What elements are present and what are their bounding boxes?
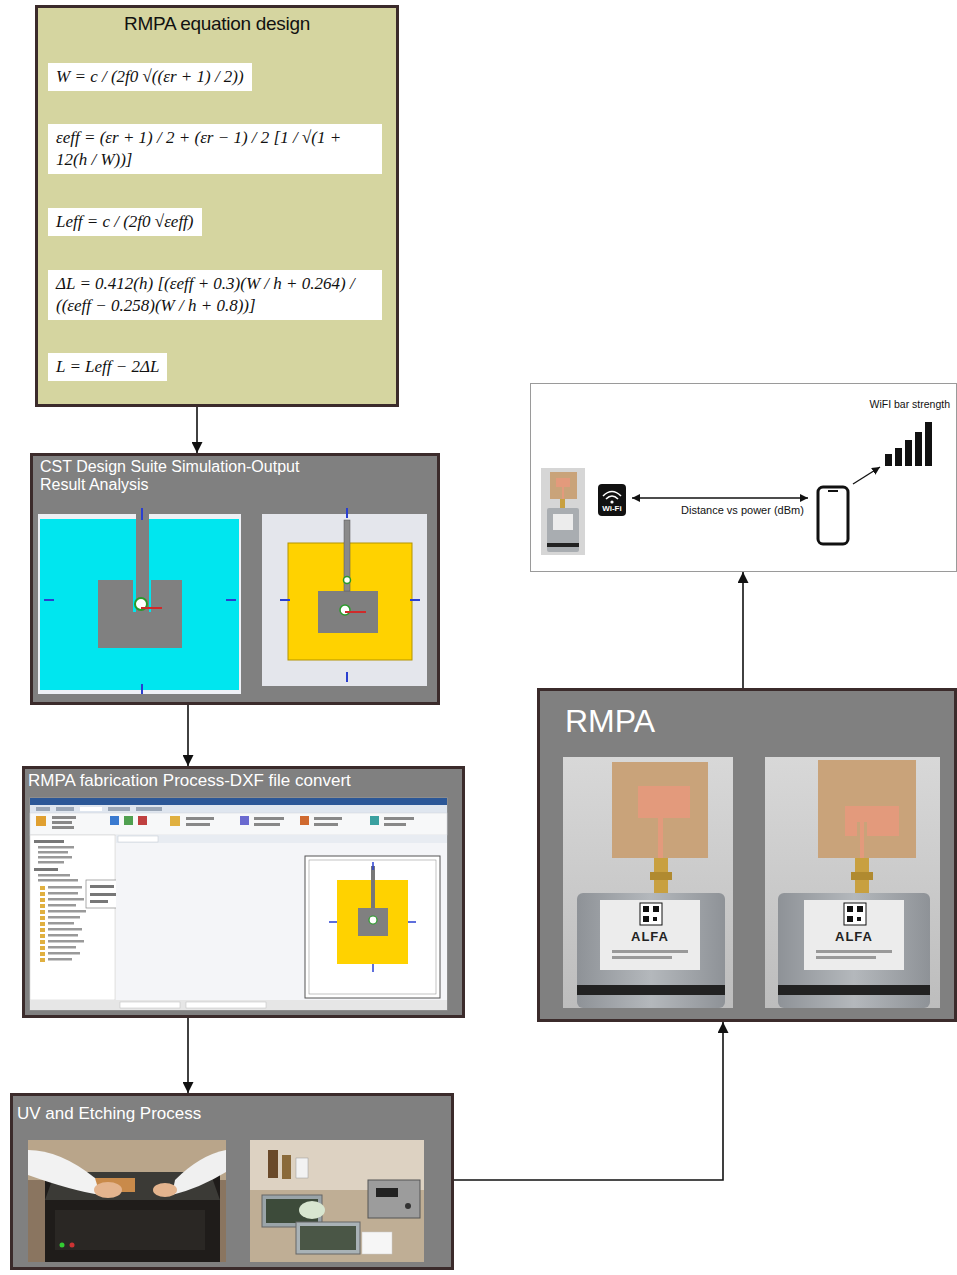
equation: W = c / (2f0 √((εr + 1) / 2)) (48, 63, 252, 91)
equation-column: W = c / (2f0 √((εr + 1) / 2)) εeff = (εr … (48, 46, 386, 398)
flow-arrow (187, 705, 189, 766)
caption-text: Distance vs power (dBm) (681, 504, 804, 517)
brand-label: ALFA (620, 930, 680, 944)
equation: εeff = (εr + 1) / 2 + (εr − 1) / 2 [1 / … (48, 124, 382, 174)
equation-panel: RMPA equation design W = c / (2f0 √((εr +… (35, 5, 399, 407)
brand-label: ALFA (824, 930, 884, 944)
icon-label: Wi-Fi (598, 505, 626, 513)
software-screenshot (25, 769, 462, 1015)
caption-text: WiFI bar strength (869, 398, 950, 411)
etching-panel: UV and Etching Process (10, 1093, 454, 1270)
panel-title: RMPA equation design (38, 13, 396, 36)
panel-title: UV and Etching Process (17, 1104, 201, 1124)
simulation-panel: CST Design Suite Simulation-Output Resul… (30, 453, 440, 705)
flow-arrow (454, 1022, 723, 1180)
panel-title: RMPA fabrication Process-DXF file conver… (28, 771, 351, 791)
panel-title: CST Design Suite Simulation-Output Resul… (40, 458, 340, 494)
fabrication-panel: RMPA fabrication Process-DXF file conver… (22, 766, 465, 1018)
wifi-test-panel: WiFI bar strengthDistance vs power (dBm)… (530, 383, 957, 572)
equation: ΔL = 0.412(h) [(εeff + 0.3)(W / h + 0.26… (48, 270, 382, 320)
equation: L = Leff − 2ΔL (48, 353, 167, 381)
flow-arrow (196, 407, 198, 453)
antenna-photos (540, 691, 954, 1019)
panel-title: RMPA (565, 703, 655, 740)
equation: Leff = c / (2f0 √εeff) (48, 208, 202, 236)
antenna-panel: RMPA ALFA ALFA (537, 688, 957, 1022)
wifi-test-illustration (531, 384, 956, 571)
flow-arrow (742, 572, 744, 688)
flow-arrow (187, 1018, 189, 1093)
